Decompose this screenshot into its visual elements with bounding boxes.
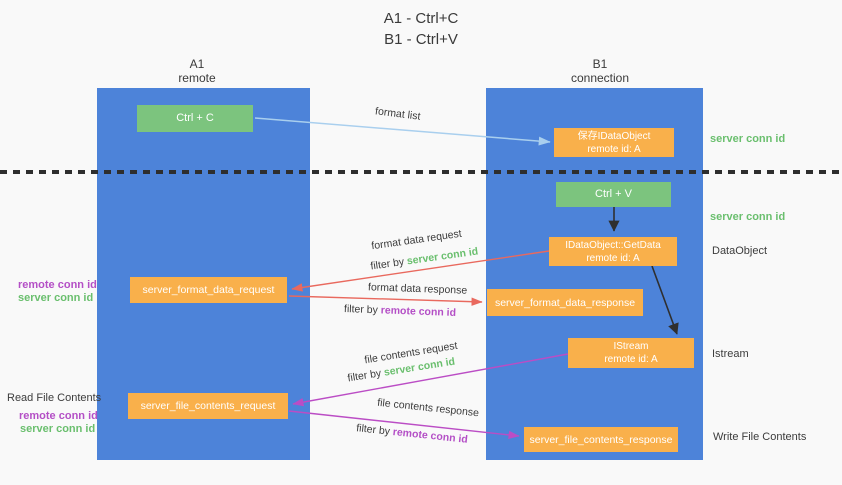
- column-a-name: A1: [189, 57, 205, 71]
- istream-node: IStream remote id: A: [568, 338, 694, 368]
- ctrl-v-node: Ctrl + V: [556, 182, 671, 207]
- ctrl-c-node: Ctrl + C: [137, 105, 253, 132]
- server-conn-id-label-top: server conn id: [710, 133, 786, 145]
- server-format-data-request-node: server_format_data_request: [130, 277, 287, 303]
- remote-conn-id-key: remote conn id: [380, 304, 457, 319]
- copy-paste-separator-line: [0, 170, 842, 174]
- server-format-data-request-label: server_format_data_request: [142, 284, 275, 296]
- remote-conn-id-key: remote conn id: [392, 426, 469, 446]
- write-file-contents-label: Write File Contents: [713, 431, 807, 443]
- filter-by-text: filter by: [355, 422, 394, 438]
- title-line-2: B1 - Ctrl+V: [384, 31, 458, 48]
- server-conn-id-label-mid: server conn id: [710, 211, 786, 223]
- column-b-name: B1: [592, 57, 608, 71]
- filter-by-text: filter by: [346, 366, 385, 385]
- getdata-node: IDataObject::GetData remote id: A: [549, 237, 677, 266]
- ctrl-v-label: Ctrl + V: [595, 188, 632, 200]
- column-a-header: A1 remote: [137, 57, 257, 85]
- server-file-contents-response-label: server_file_contents_response: [529, 433, 673, 446]
- file-contents-response-filter-label: filter by remote conn id: [356, 422, 469, 446]
- filter-by-text: filter by: [343, 303, 381, 317]
- getdata-line1: IDataObject::GetData: [565, 239, 661, 251]
- save-dataobject-node: 保存IDataObject remote id: A: [554, 128, 674, 157]
- column-a-role: remote: [178, 71, 216, 85]
- format-list-label: format list: [374, 105, 422, 123]
- dataobject-label: DataObject: [712, 245, 768, 257]
- server-format-data-response-node: server_format_data_response: [487, 289, 643, 316]
- save-dataobject-line1: 保存IDataObject: [577, 130, 651, 142]
- format-data-response-label: format data response: [367, 281, 468, 297]
- istream-line1: IStream: [613, 341, 649, 352]
- ctrl-c-label: Ctrl + C: [176, 112, 214, 124]
- column-b-role: connection: [570, 71, 630, 85]
- server-conn-id-label-lower: server conn id: [20, 423, 96, 435]
- diagram-title: A1 - Ctrl+C B1 - Ctrl+V: [0, 8, 842, 50]
- istream-side-label: Istream: [712, 348, 749, 360]
- title-line-1: A1 - Ctrl+C: [383, 10, 459, 27]
- format-data-response-arrow: [288, 295, 483, 306]
- istream-line2: remote id: A: [604, 354, 658, 365]
- remote-conn-id-label-upper: remote conn id: [18, 279, 97, 291]
- remote-conn-id-label-lower: remote conn id: [19, 410, 98, 422]
- server-conn-id-label-upper: server conn id: [18, 292, 94, 304]
- server-conn-id-key: server conn id: [406, 245, 479, 268]
- filter-by-text: filter by: [369, 255, 408, 273]
- column-b-header: B1 connection: [540, 57, 660, 85]
- getdata-line2: remote id: A: [586, 252, 640, 264]
- file-contents-response-label: file contents response: [376, 396, 480, 420]
- save-dataobject-line2: remote id: A: [587, 143, 641, 155]
- format-data-response-filter-label: filter by remote conn id: [344, 303, 456, 319]
- server-file-contents-response-node: server_file_contents_response: [524, 427, 678, 452]
- server-file-contents-request-label: server_file_contents_request: [140, 400, 276, 412]
- read-file-contents-label: Read File Contents: [7, 392, 102, 404]
- server-file-contents-request-node: server_file_contents_request: [128, 393, 288, 419]
- server-format-data-response-label: server_format_data_response: [494, 296, 636, 309]
